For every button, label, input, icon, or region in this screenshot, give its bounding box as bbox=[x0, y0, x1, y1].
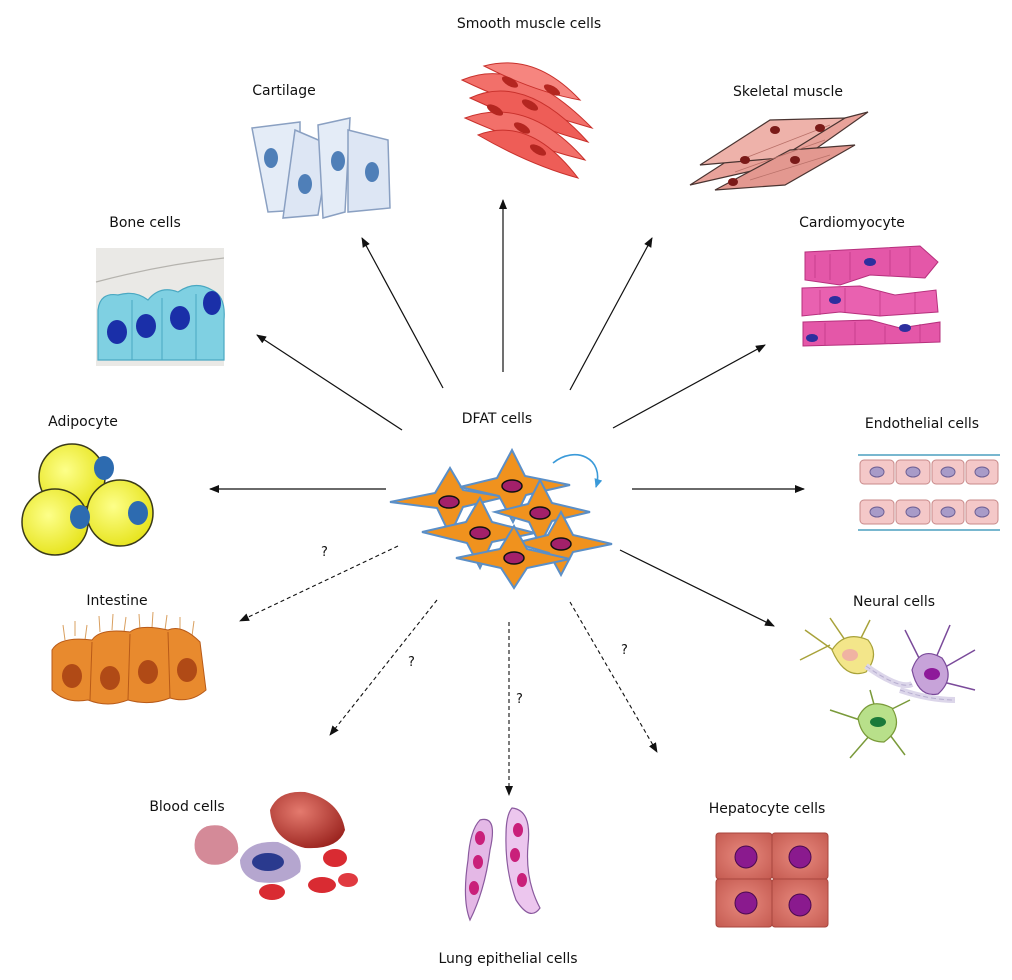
lung-epithelial-illustration bbox=[464, 807, 541, 922]
dfat-cell bbox=[491, 477, 591, 548]
hepatocyte-illustration bbox=[715, 832, 829, 928]
unknown-mark-intestine: ? bbox=[321, 545, 328, 560]
arrow-to-cardiomyocyte bbox=[612, 344, 766, 429]
arrow-to-intestine bbox=[239, 545, 399, 622]
label-blood: Blood cells bbox=[149, 799, 224, 815]
arrow-to-hepatocyte bbox=[569, 601, 658, 753]
label-hepatocyte: Hepatocyte cells bbox=[709, 801, 826, 817]
label-neural: Neural cells bbox=[853, 594, 935, 610]
arrow-to-bone-cells bbox=[256, 334, 403, 431]
neural-cells-illustration bbox=[799, 617, 976, 759]
self-renewal-arrow bbox=[552, 453, 603, 488]
smooth-muscle-illustration bbox=[460, 62, 594, 179]
adipocyte-illustration bbox=[21, 443, 154, 556]
bone-cells-illustration bbox=[95, 248, 225, 366]
arrow-to-neural bbox=[619, 549, 775, 627]
unknown-mark-lung: ? bbox=[516, 692, 523, 707]
label-bone-cells: Bone cells bbox=[109, 215, 181, 231]
label-lung: Lung epithelial cells bbox=[438, 951, 577, 967]
center-label: DFAT cells bbox=[462, 411, 532, 427]
label-skeletal-muscle: Skeletal muscle bbox=[733, 84, 843, 100]
label-adipocyte: Adipocyte bbox=[48, 414, 118, 430]
arrow-to-blood bbox=[329, 599, 438, 736]
arrow-to-skeletal-muscle bbox=[569, 237, 653, 391]
label-intestine: Intestine bbox=[86, 593, 147, 609]
label-smooth-muscle: Smooth muscle cells bbox=[457, 16, 601, 32]
blood-cells-illustration bbox=[194, 791, 358, 900]
label-endothelial: Endothelial cells bbox=[865, 416, 979, 432]
arrows bbox=[209, 199, 805, 796]
cartilage-illustration bbox=[251, 117, 391, 219]
skeletal-muscle-illustration bbox=[689, 111, 869, 191]
dfat-cell bbox=[459, 447, 571, 525]
cardiomyocyte-illustration bbox=[801, 245, 941, 347]
dfat-cell bbox=[455, 524, 571, 590]
unknown-mark-blood: ? bbox=[408, 655, 415, 670]
endothelial-illustration bbox=[858, 454, 1000, 531]
dfat-cells-illustration bbox=[389, 447, 613, 590]
label-cardiomyocyte: Cardiomyocyte bbox=[799, 215, 905, 231]
arrow-to-cartilage bbox=[361, 237, 444, 389]
unknown-mark-hepatocyte: ? bbox=[621, 643, 628, 658]
dfat-cell bbox=[421, 495, 536, 571]
intestine-illustration bbox=[51, 611, 207, 705]
label-cartilage: Cartilage bbox=[252, 83, 315, 99]
